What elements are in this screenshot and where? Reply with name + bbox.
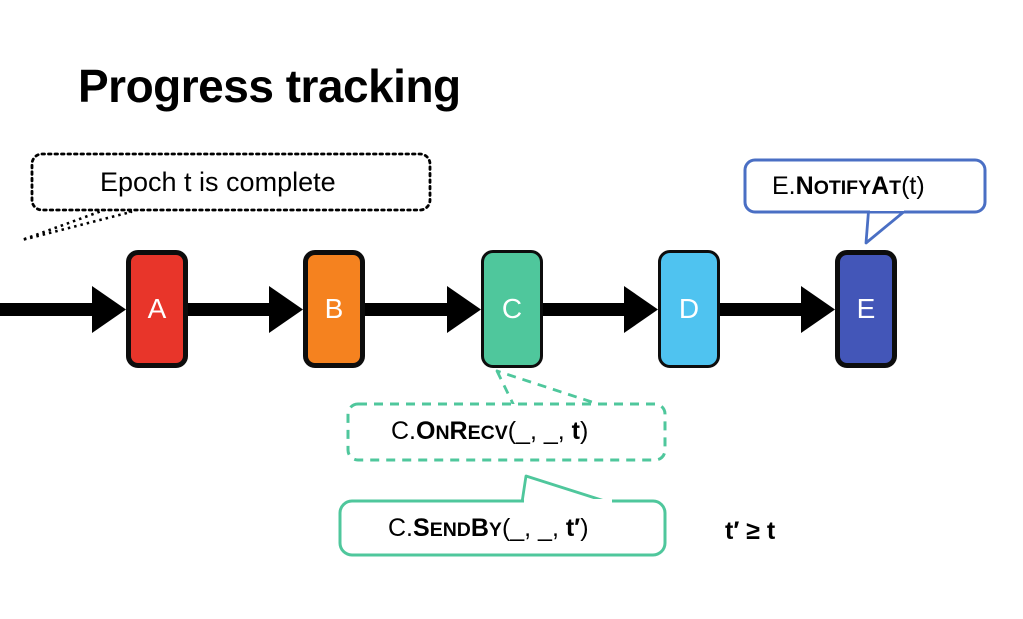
inequality-annotation: t′ ≥ t — [725, 517, 776, 545]
sendby-callout-shape[interactable] — [338, 474, 667, 557]
sendby-method: SENDBY — [413, 514, 502, 542]
onrecv-arg-t: t — [571, 417, 580, 445]
notifyat-method: NOTIFYAT — [795, 172, 902, 200]
sendby-callout-body — [338, 499, 667, 557]
sendby-prefix: C. — [388, 514, 413, 542]
onrecv-callout-label: C.ONRECV(_, _, t) — [391, 417, 588, 446]
pipeline-node-e[interactable]: E — [835, 250, 897, 368]
onrecv-callout-shape[interactable] — [346, 369, 667, 462]
arrow-a-to-b — [188, 286, 303, 333]
sendby-args-close: ) — [580, 514, 589, 542]
notifyat-prefix: E. — [772, 172, 796, 200]
pipeline-node-b[interactable]: B — [303, 250, 365, 368]
sendby-seam-cover — [524, 499, 612, 504]
sendby-args-open: (_, _, — [501, 514, 566, 542]
onrecv-prefix: C. — [391, 417, 416, 445]
notifyat-callout-label: E.NOTIFYAT(t) — [772, 172, 925, 201]
node-label-b: B — [324, 293, 344, 324]
arrow-in-to-a — [0, 286, 126, 333]
epoch-callout-label: Epoch t is complete — [100, 167, 336, 197]
sendby-arg-tprime: t′ — [565, 514, 581, 542]
pipeline-node-d[interactable]: D — [658, 250, 720, 368]
pipeline-arrows — [0, 286, 835, 333]
onrecv-callout-body — [346, 402, 667, 462]
onrecv-args-open: (_, _, — [507, 417, 572, 445]
node-label-a: A — [147, 293, 167, 324]
page-title: Progress tracking — [78, 60, 461, 112]
notifyat-suffix: (t) — [901, 172, 925, 200]
epoch-callout-shape[interactable] — [20, 152, 432, 242]
epoch-callout-body — [30, 152, 432, 212]
onrecv-method: ONRECV — [416, 417, 508, 445]
node-label-c: C — [501, 293, 523, 324]
notifyat-callout-body — [743, 158, 987, 214]
node-label-d: D — [678, 293, 700, 324]
sendby-callout-label: C.SENDBY(_, _, t′) — [388, 514, 589, 543]
arrow-c-to-d — [543, 286, 658, 333]
arrow-b-to-c — [365, 286, 481, 333]
node-label-e: E — [856, 293, 876, 324]
arrow-d-to-e — [720, 286, 835, 333]
notifyat-seam-cover — [870, 206, 904, 211]
pipeline-node-c[interactable]: C — [481, 250, 543, 368]
onrecv-args-close: ) — [579, 417, 589, 445]
notifyat-callout-shape[interactable] — [743, 158, 987, 245]
pipeline-node-a[interactable]: A — [126, 250, 188, 368]
